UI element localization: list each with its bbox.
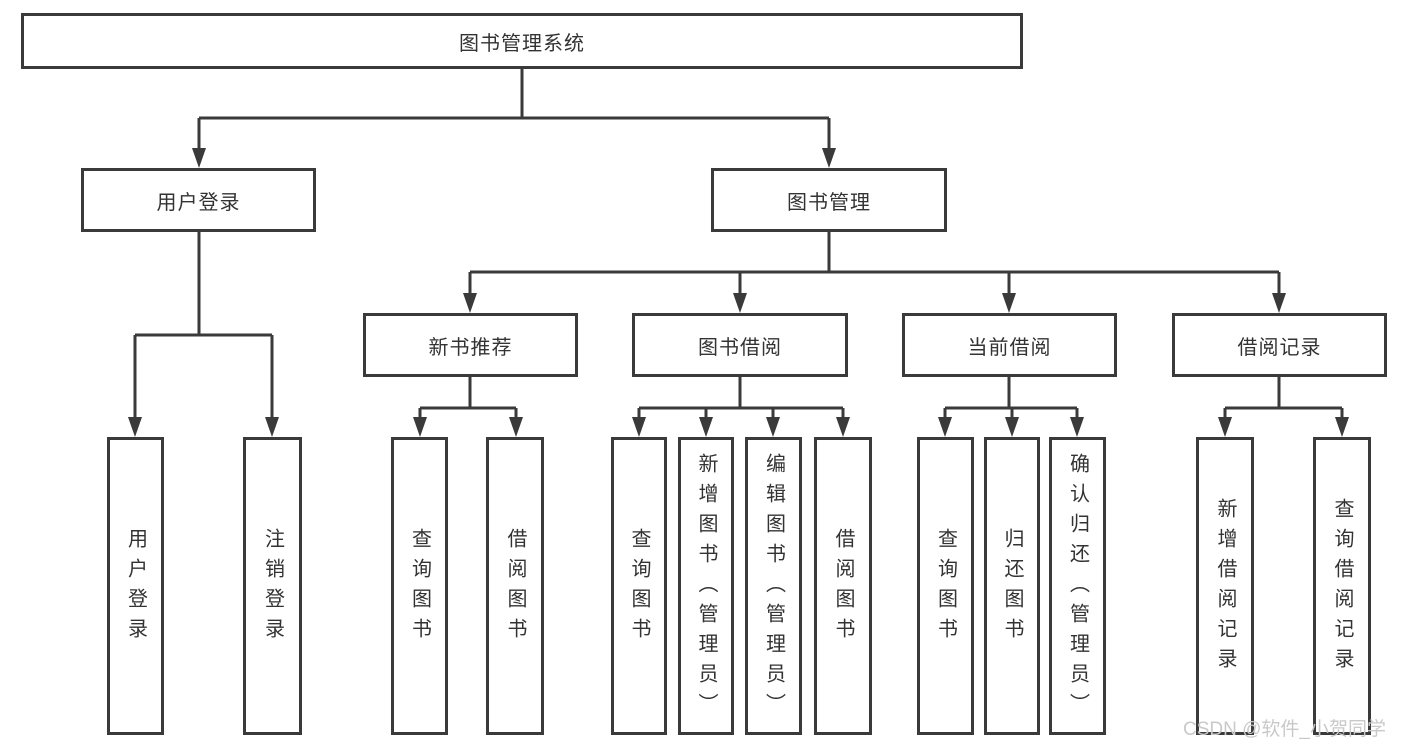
csdn-watermark: CSDN @软件_小贺同学 (1183, 719, 1386, 740)
node-current-borrow: 当前借阅 (902, 313, 1117, 377)
leaf-query-books-borrow: 查询图书 (611, 437, 667, 735)
leaf-query-books-current: 查询图书 (917, 437, 974, 735)
node-new-book-recommend: 新书推荐 (363, 313, 578, 377)
node-root: 图书管理系统 (21, 13, 1023, 69)
leaf-query-borrow-record: 查询借阅记录 (1313, 437, 1371, 735)
node-book-borrow: 图书借阅 (632, 313, 848, 377)
leaf-add-book-admin: 新增图书（管理员） (678, 437, 734, 735)
node-borrow-records: 借阅记录 (1172, 313, 1387, 377)
leaf-logout: 注销登录 (243, 437, 302, 735)
leaf-add-borrow-record: 新增借阅记录 (1196, 437, 1254, 735)
leaf-return-books: 归还图书 (984, 437, 1040, 735)
node-book-management: 图书管理 (711, 168, 947, 232)
node-user-login: 用户登录 (81, 168, 316, 232)
leaf-confirm-return-admin: 确认归还（管理员） (1049, 437, 1106, 735)
leaf-edit-book-admin: 编辑图书（管理员） (745, 437, 802, 735)
leaf-query-books-recommend: 查询图书 (391, 437, 448, 735)
leaf-borrow-books: 借阅图书 (814, 437, 872, 735)
leaf-user-login: 用户登录 (107, 437, 164, 735)
leaf-borrow-books-recommend: 借阅图书 (486, 437, 544, 735)
